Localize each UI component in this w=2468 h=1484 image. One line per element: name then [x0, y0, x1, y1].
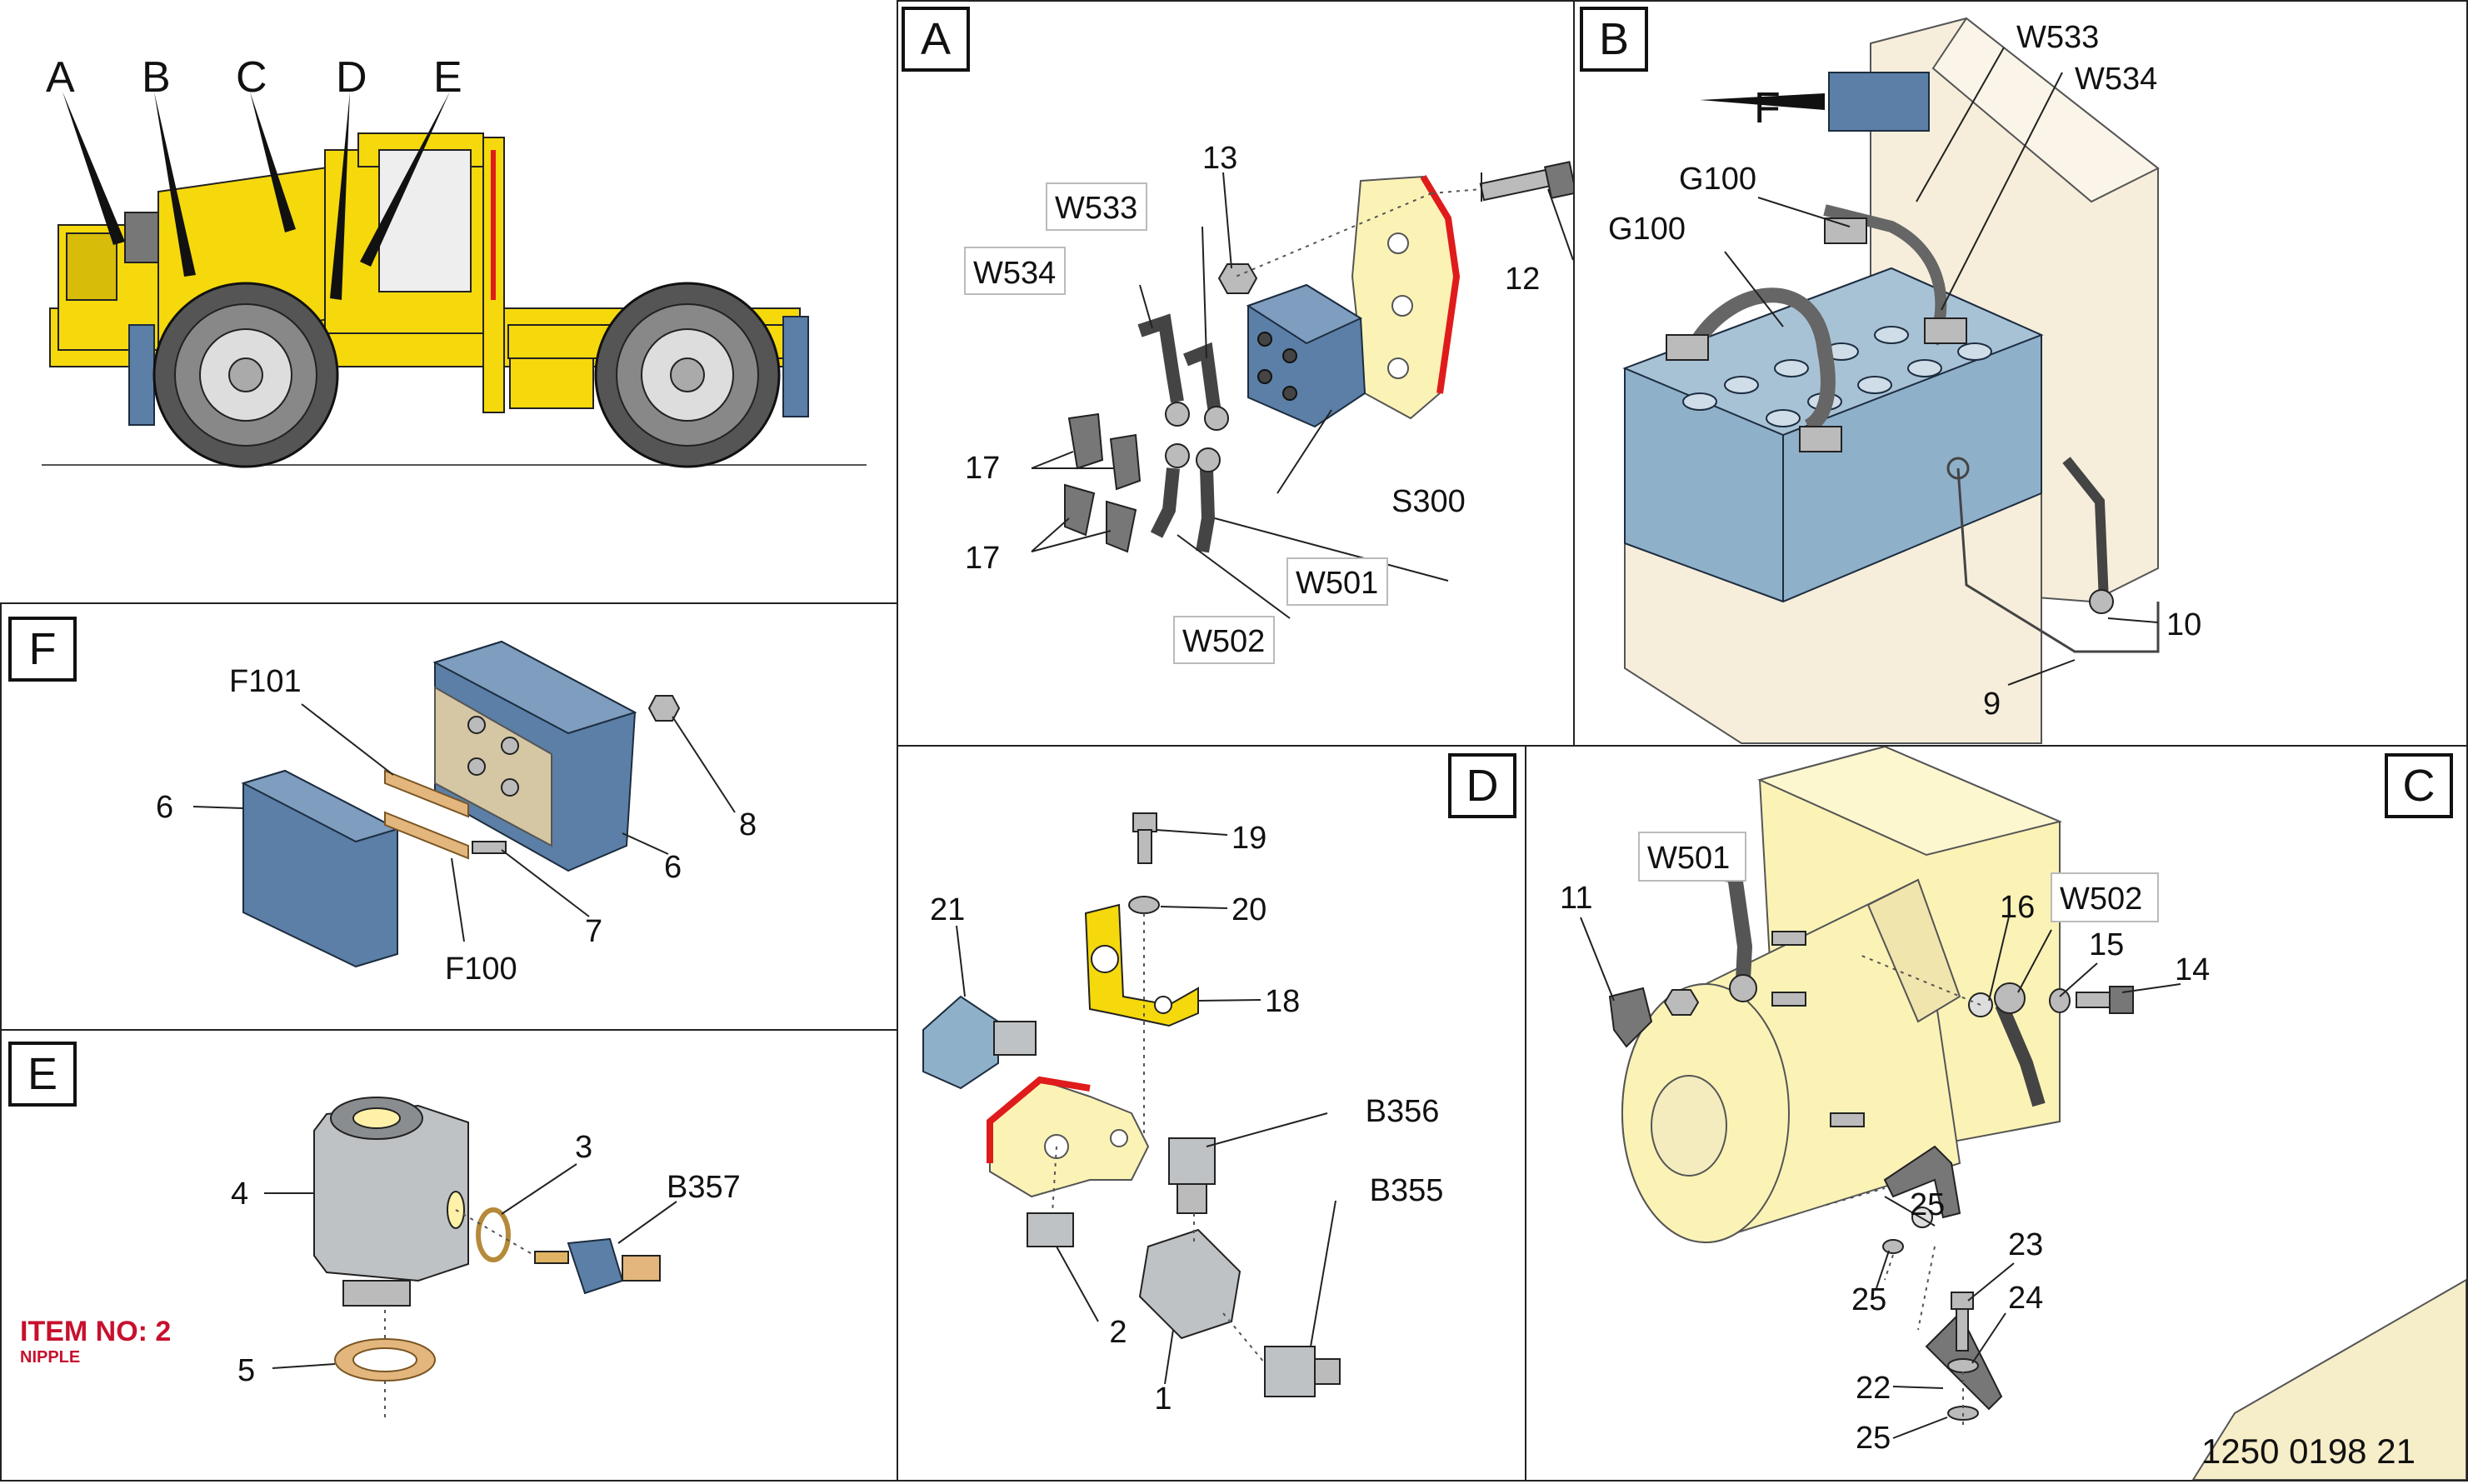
c-label-25-left: 25	[1851, 1282, 1886, 1317]
panel-f-tag: F	[8, 617, 77, 682]
b-label-g100-upper: G100	[1679, 162, 1756, 197]
e-item-title: ITEM NO: 2	[20, 1316, 171, 1347]
panel-e-drawing: 4 3 B357 5 ITEM NO: 2 NIPPLE	[20, 1097, 741, 1422]
a-ref-w533: W533	[1055, 191, 1137, 226]
overview-label-a: A	[46, 53, 75, 102]
c-label-15: 15	[2089, 927, 2124, 962]
panel-c-drawing: W501 W502 11 16 15 14 25 25 23 24 22 25 …	[1560, 745, 2467, 1481]
panel-a-drawing: W533 W534 W501 W502 13 12 17 17 S300	[964, 141, 1577, 664]
a-ref-w501: W501	[1296, 566, 1378, 601]
panel-e-tag: E	[8, 1042, 77, 1107]
a-ref-w502: W502	[1182, 624, 1265, 659]
panel-c-tag: C	[2385, 753, 2453, 818]
panel-f-drawing: F101 6 8 6 7 F100	[156, 640, 757, 987]
a-label-12: 12	[1505, 262, 1540, 297]
b-label-10: 10	[2166, 607, 2201, 642]
d-label-19: 19	[1232, 821, 1266, 856]
c-label-22: 22	[1856, 1371, 1891, 1406]
c-ref-w502: W502	[2060, 882, 2142, 917]
a-label-17-lower: 17	[965, 541, 1000, 576]
f-label-f101: F101	[229, 664, 302, 699]
d-label-b355: B355	[1370, 1173, 1444, 1208]
c-doc-number: 1250 0198 21	[2201, 1432, 2416, 1471]
e-label-3: 3	[575, 1130, 592, 1165]
b-label-w533: W533	[2016, 20, 2099, 55]
a-label-s300: S300	[1391, 484, 1466, 519]
overview-panel: A B C D E	[0, 0, 898, 604]
c-label-11: 11	[1560, 881, 1592, 916]
d-label-1: 1	[1154, 1382, 1172, 1417]
c-label-14: 14	[2175, 952, 2210, 987]
truck-illustration: A B C D E	[42, 53, 867, 468]
e-item-subtitle: NIPPLE	[20, 1348, 80, 1367]
overview-label-d: D	[336, 53, 367, 102]
d-label-2: 2	[1109, 1315, 1127, 1350]
f-label-6-right: 6	[664, 850, 682, 885]
f-label-8: 8	[739, 807, 757, 842]
panel-d-drawing: 19 20 21 18 B356 B355 2 1	[922, 812, 1444, 1417]
overview-label-e: E	[433, 53, 462, 102]
d-label-18: 18	[1265, 984, 1300, 1019]
e-label-5: 5	[237, 1353, 255, 1388]
panel-a: W533 W534 W501 W502 13 12 17 17 S300 A	[897, 0, 1577, 747]
d-label-20: 20	[1232, 892, 1266, 927]
a-label-13: 13	[1202, 141, 1237, 176]
panel-b: W533 W534 G100 G100 10 9 F B	[1573, 0, 2468, 747]
panel-a-tag: A	[902, 7, 970, 72]
e-label-b357: B357	[667, 1170, 741, 1205]
d-label-21: 21	[930, 892, 965, 927]
a-label-17-upper: 17	[965, 451, 1000, 486]
panel-d: 19 20 21 18 B356 B355 2 1 D	[897, 745, 1526, 1482]
e-label-4: 4	[231, 1177, 248, 1212]
panel-f: F101 6 8 6 7 F100 F	[0, 602, 898, 1031]
c-ref-w501: W501	[1647, 841, 1730, 876]
panel-b-tag: B	[1580, 7, 1648, 72]
panel-c: W501 W502 11 16 15 14 25 25 23 24 22 25 …	[1525, 745, 2468, 1482]
f-label-7: 7	[585, 914, 602, 949]
f-label-f100: F100	[445, 952, 517, 987]
d-label-b356: B356	[1366, 1094, 1440, 1129]
c-label-23: 23	[2008, 1227, 2043, 1262]
b-label-f: F	[1754, 84, 1781, 132]
panel-e: 4 3 B357 5 ITEM NO: 2 NIPPLE E	[0, 1029, 898, 1482]
panel-b-drawing: W533 W534 G100 G100 10 9 F	[1608, 17, 2201, 744]
c-label-16: 16	[2000, 890, 2035, 925]
c-label-25-upper: 25	[1910, 1187, 1945, 1222]
b-label-g100-lower: G100	[1608, 212, 1686, 247]
c-label-24: 24	[2008, 1281, 2043, 1316]
b-label-9: 9	[1983, 687, 2001, 722]
overview-label-c: C	[236, 53, 267, 102]
f-label-6-left: 6	[156, 790, 173, 825]
a-ref-w534: W534	[973, 256, 1056, 291]
overview-label-b: B	[142, 53, 171, 102]
c-label-25-lower: 25	[1856, 1421, 1891, 1456]
b-label-w534: W534	[2075, 62, 2157, 97]
panel-d-tag: D	[1448, 753, 1516, 818]
